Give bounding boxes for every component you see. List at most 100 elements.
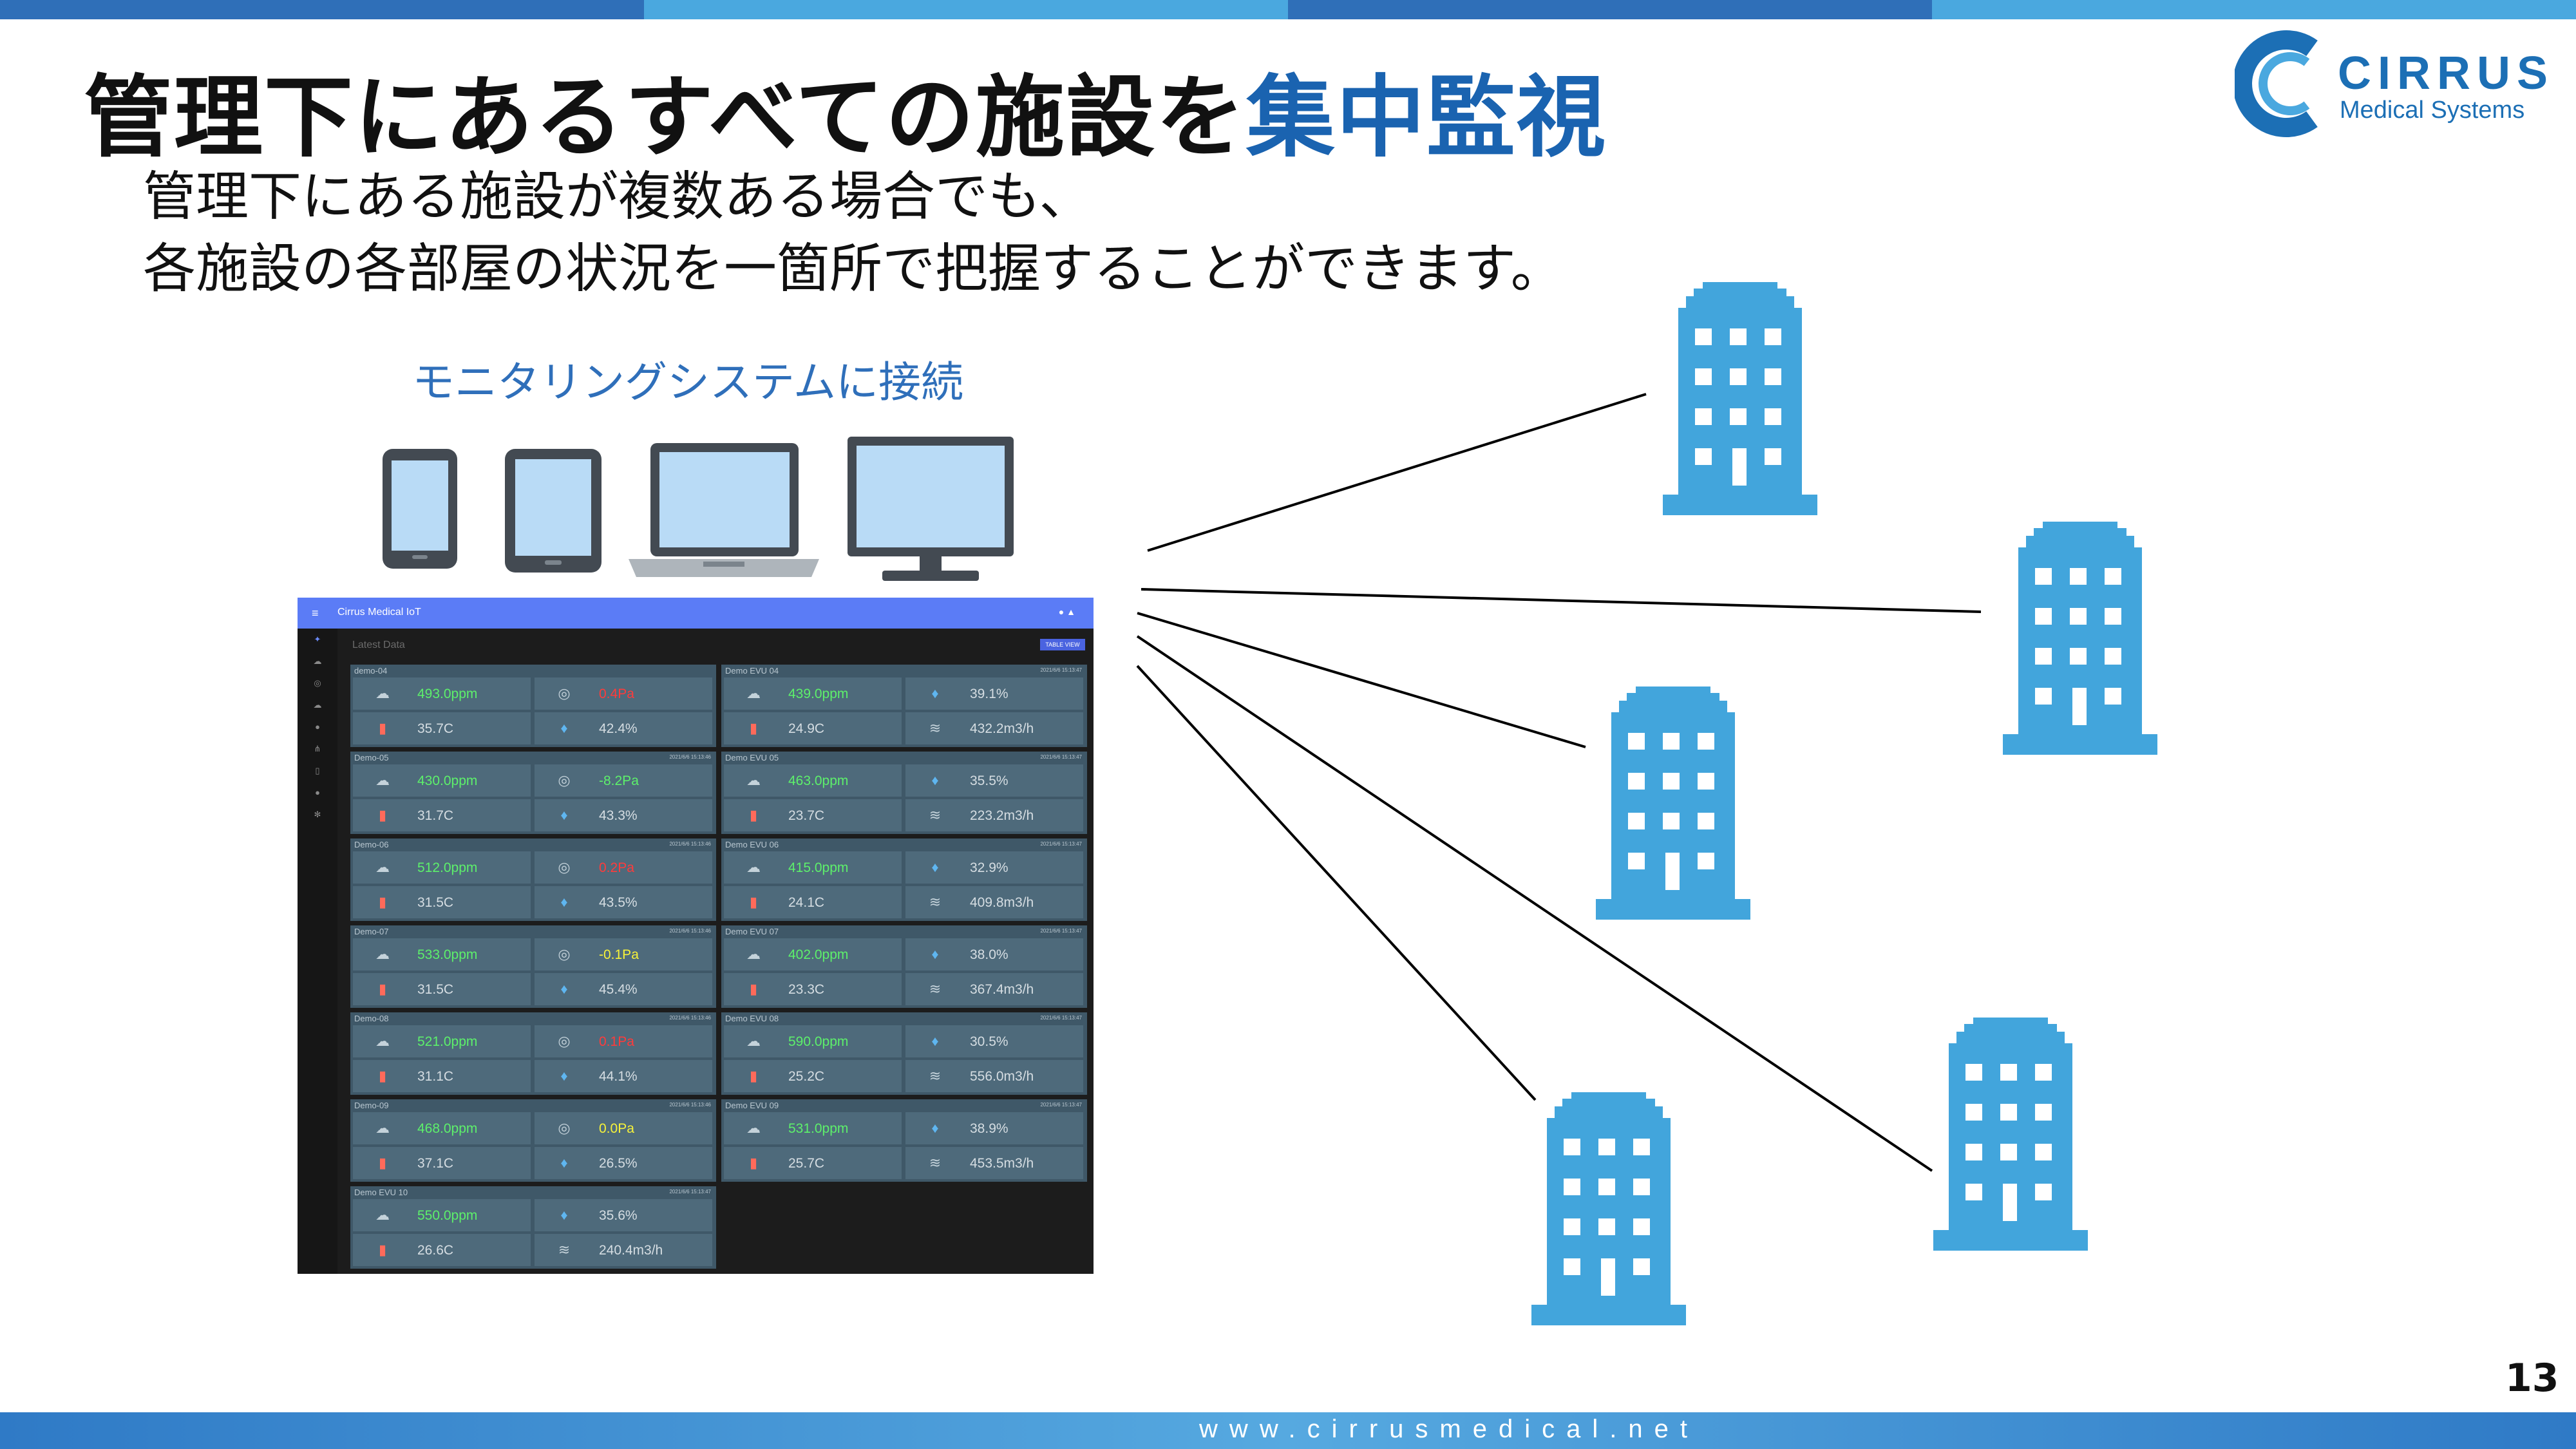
sensor-reading: ▮ 25.2C <box>724 1060 902 1092</box>
logo-name: CIRRUS <box>2338 48 2555 99</box>
sensor-value: 23.3C <box>788 982 825 997</box>
airflow-icon: ≋ <box>929 720 942 736</box>
sensor-value: 43.3% <box>599 808 638 823</box>
pressure-gauge-icon: ◎ <box>558 946 571 962</box>
pressure-gauge-icon: ◎ <box>558 859 571 875</box>
connection-line <box>1147 393 1647 552</box>
sensor-value: 556.0m3/h <box>970 1069 1034 1084</box>
sensor-reading: ☁531.0ppm <box>724 1112 902 1144</box>
sensor-name: Demo EVU 04 <box>725 666 779 676</box>
sensor-reading: ▮37.1C <box>353 1147 531 1179</box>
thermometer-icon: ▮ <box>749 981 758 997</box>
sensor-value: 31.7C <box>417 808 454 823</box>
humidity-drop-icon: ♦ <box>560 894 568 910</box>
co2-icon: ☁ <box>746 946 761 962</box>
thermometer-icon: ▮ <box>378 981 387 997</box>
sensor-value: 45.4% <box>599 982 638 997</box>
sensor-timestamp: 2021/6/6 15:13:46 <box>669 928 711 934</box>
sensor-value: 35.7C <box>417 721 454 736</box>
building-icon <box>2003 522 2157 755</box>
slide-title: 管理下にあるすべての施設を集中監視 <box>84 45 1607 174</box>
sensor-reading: ☁550.0ppm <box>353 1199 531 1231</box>
sensor-name: Demo EVU 09 <box>725 1101 779 1110</box>
sensor-reading: ◎0.0Pa <box>535 1112 712 1144</box>
sensor-timestamp: 2021/6/6 15:13:46 <box>669 1102 711 1108</box>
sensor-timestamp: 2021/6/6 15:13:46 <box>669 841 711 847</box>
pin-icon[interactable]: ✦ <box>314 634 321 644</box>
gauge-icon[interactable]: ◎ <box>314 678 321 688</box>
pressure-gauge-icon: ◎ <box>558 1120 571 1136</box>
table-view-button[interactable]: TABLE VIEW <box>1040 639 1085 650</box>
co2-icon: ☁ <box>746 1033 761 1049</box>
sensor-reading: ▮31.5C <box>353 973 531 1005</box>
humidity-drop-icon: ♦ <box>560 720 568 736</box>
humidity-drop-icon: ♦ <box>931 946 939 962</box>
user-icon[interactable]: ● ▲ <box>1058 607 1075 617</box>
sensor-value: 30.5% <box>970 1034 1009 1049</box>
co2-icon: ☁ <box>375 772 390 788</box>
top-bar-segment <box>644 0 1288 19</box>
sensor-value: 550.0ppm <box>417 1208 478 1223</box>
sensor-card[interactable]: demo-04☁493.0ppm◎0.4Pa▮35.7C♦42.4% <box>350 665 716 747</box>
location-icon[interactable]: ● <box>315 788 320 797</box>
network-icon[interactable]: ⋔ <box>314 744 321 753</box>
sensor-timestamp: 2021/6/6 15:13:46 <box>669 1015 711 1021</box>
sensor-reading: ♦39.1% <box>905 677 1083 710</box>
laptop-icon <box>629 443 819 577</box>
building-icon <box>1933 1018 2088 1251</box>
logo-subtitle: Medical Systems <box>2340 97 2525 124</box>
sensor-value: 43.5% <box>599 895 638 910</box>
sensor-reading: ☁468.0ppm <box>353 1112 531 1144</box>
sensor-reading: ☁430.0ppm <box>353 764 531 797</box>
humidity-drop-icon: ♦ <box>560 1207 568 1223</box>
monitoring-connect-label: モニタリングシステムに接続 <box>412 357 964 407</box>
sensor-reading: ♦35.6% <box>535 1199 712 1231</box>
device-icon[interactable]: ▯ <box>315 766 320 775</box>
sensor-timestamp: 2021/6/6 15:13:47 <box>1040 928 1082 934</box>
sensor-name: Demo EVU 08 <box>725 1014 779 1023</box>
sensor-reading: ♦38.9% <box>905 1112 1083 1144</box>
sensor-value: -0.1Pa <box>599 947 639 962</box>
connection-line <box>1136 635 1933 1172</box>
connection-line <box>1137 612 1586 748</box>
sensor-reading: ☁463.0ppm <box>724 764 902 797</box>
sensor-value: 432.2m3/h <box>970 721 1034 736</box>
sensor-reading: ♦42.4% <box>535 712 712 744</box>
sensor-value: 38.0% <box>970 947 1009 962</box>
sensor-reading: ▮ 23.3C <box>724 973 902 1005</box>
sensor-name: Demo EVU 06 <box>725 840 779 849</box>
sensor-name: Demo-08 <box>354 1014 389 1023</box>
top-accent-bar <box>0 0 2576 19</box>
monitoring-dashboard: ≡ Cirrus Medical IoT ● ▲ ✦ ☁ ◎ ☁ ● ⋔ ▯ ●… <box>298 598 1094 1274</box>
thermometer-icon: ▮ <box>378 1068 387 1084</box>
sensor-value: 453.5m3/h <box>970 1156 1034 1171</box>
sensor-value: 533.0ppm <box>417 947 478 962</box>
sensor-value: 38.9% <box>970 1121 1009 1136</box>
sensor-value: 24.9C <box>788 721 825 736</box>
sensor-value: 25.2C <box>788 1069 825 1084</box>
subtitle-line-2: 各施設の各部屋の状況を一箇所で把握することができます。 <box>143 238 1564 299</box>
settings-icon[interactable]: ✻ <box>314 810 321 819</box>
sensor-value: 493.0ppm <box>417 687 478 701</box>
location-icon[interactable]: ● <box>315 722 320 732</box>
bottom-bar <box>0 1412 2576 1449</box>
thermometer-icon: ▮ <box>749 1068 758 1084</box>
cloud-icon[interactable]: ☁ <box>313 700 322 710</box>
thermometer-icon: ▮ <box>378 720 387 736</box>
cloud-icon[interactable]: ☁ <box>313 656 322 666</box>
hamburger-icon[interactable]: ≡ <box>312 607 319 620</box>
sensor-value: 24.1C <box>788 895 825 910</box>
dashboard-title: Cirrus Medical IoT <box>337 607 421 618</box>
